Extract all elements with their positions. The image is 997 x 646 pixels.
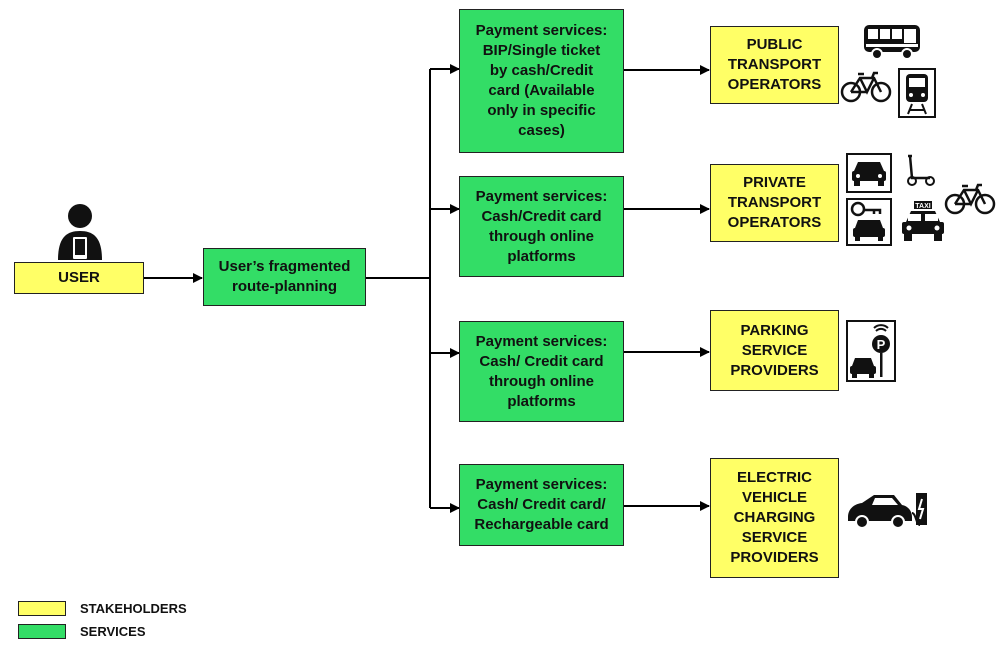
bicycle-icon [944,183,996,215]
kick-scooter-icon [907,154,935,186]
route-planning-box: User’s fragmented route-planning [203,248,366,306]
car-key-icon [846,198,892,246]
svg-text:P: P [877,337,886,352]
smart-parking-icon: P [846,320,896,382]
legend-label-services: SERVICES [80,624,146,639]
service-box-parking-payment: Payment services: Cash/ Credit card thro… [459,321,624,422]
legend-swatch-services [18,624,66,639]
stakeholder-box-ev-charging: ELECTRIC VEHICLE CHARGING SERVICE PROVID… [710,458,839,578]
stakeholder-box-private-transport: PRIVATE TRANSPORT OPERATORS [710,164,839,242]
svg-text:TAXI: TAXI [915,203,930,210]
car-icon [846,153,892,193]
ev-charging-icon [848,493,927,529]
legend-label-stakeholders: STAKEHOLDERS [80,601,187,616]
user-box: USER [14,262,144,294]
bus-icon [864,25,920,60]
legend-swatch-stakeholders [18,601,66,616]
stakeholder-box-public-transport: PUBLIC TRANSPORT OPERATORS [710,26,839,104]
stakeholder-box-parking: PARKING SERVICE PROVIDERS [710,310,839,391]
service-box-public-payment: Payment services: BIP/Single ticket by c… [459,9,624,153]
user-with-phone-icon [58,204,102,260]
train-icon [898,68,936,118]
service-box-charging-payment: Payment services: Cash/ Credit card/ Rec… [459,464,624,546]
bicycle-icon [840,71,892,103]
taxi-icon: TAXI [902,201,944,241]
service-box-private-payment: Payment services: Cash/Credit card throu… [459,176,624,277]
